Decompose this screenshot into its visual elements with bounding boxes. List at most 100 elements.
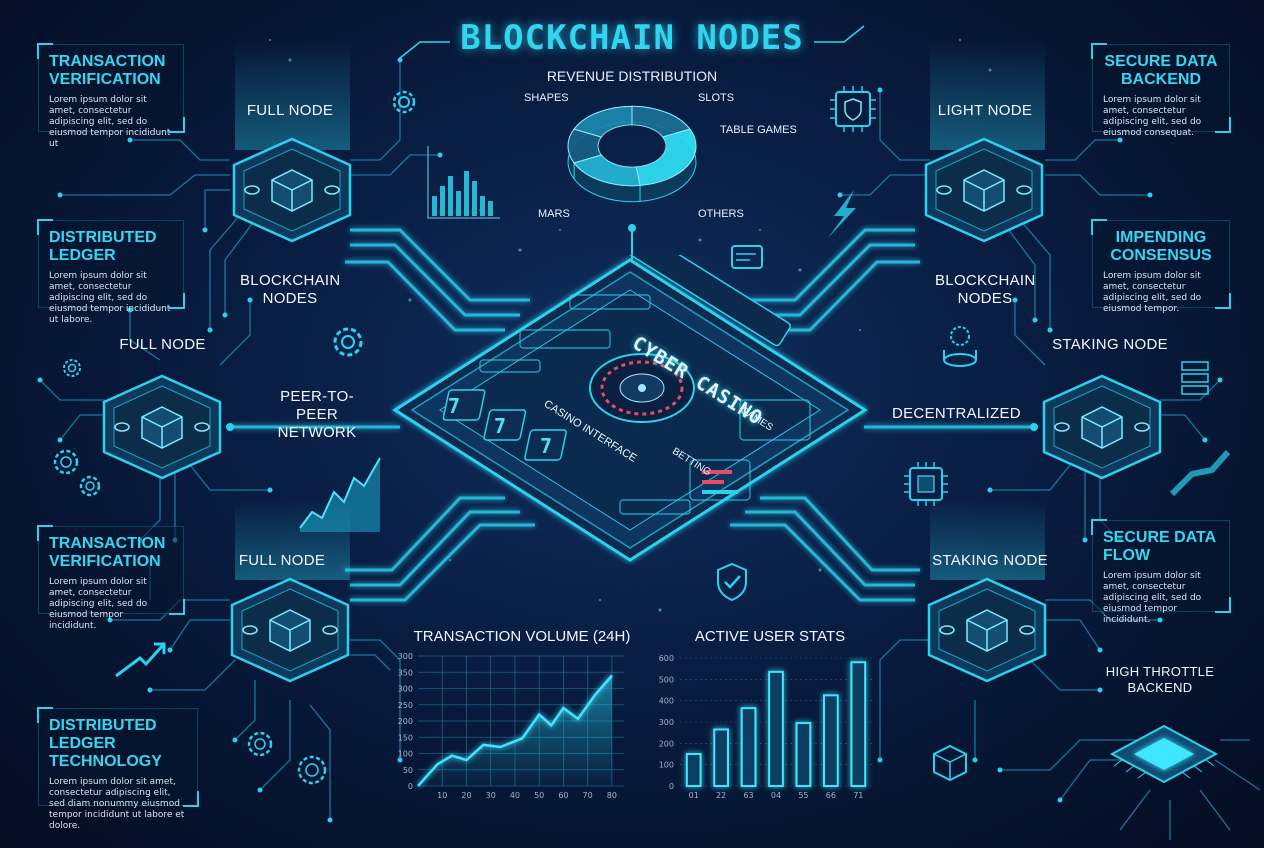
reel-symbol-1: 7 [448,394,461,418]
tx-xtick-label: 40 [510,791,520,800]
glowing-processor-icon [1109,724,1219,784]
tx-ytick-label: 200 [398,717,413,726]
panel-heading: SECURE DATA BACKEND [1104,53,1218,88]
panel-body: Lorem ipsum dolor sit amet, consectetur … [1103,271,1202,314]
decentralized-label: DECENTRALIZED [892,405,1021,422]
processor-chip-icon [904,462,948,506]
chip-shield-icon [830,86,876,132]
bar-ytick-label: 500 [659,675,674,684]
blockchain-nodes-left-label: BLOCKCHAIN NODES [240,272,341,307]
panel-heading: DISTRIBUTED LEDGER TECHNOLOGY [49,717,162,770]
trend-chart-icon [299,457,381,532]
bar-xtick-label: 01 [689,791,699,800]
gears-icon [53,449,101,497]
reel-symbol-2: 7 [494,414,507,438]
donut-slice-mars [573,105,633,138]
donut-label-table-games: TABLE GAMES [720,124,797,136]
tx-ytick-label: 300 [398,652,413,661]
bar-xtick-label: 55 [798,791,808,800]
bar-xtick-label: 66 [826,791,836,800]
wallet-icon [731,245,763,269]
tx-xtick-label: 50 [534,791,544,800]
panel-body: Lorem ipsum dolor sit amet, consectetur … [49,777,185,831]
full-node-bottom-label: FULL NODE [238,552,326,569]
tx-xtick-label: 70 [583,791,593,800]
info-panel-distributed-ledger: DISTRIBUTED LEDGER Lorem ipsum dolor sit… [37,219,185,325]
chain-link-icon [1054,422,1150,432]
info-panel-impending-consensus: IMPENDING CONSENSUS Lorem ipsum dolor si… [1091,219,1231,314]
panel-heading: IMPENDING CONSENSUS [1110,229,1212,264]
bar-chart-icon [427,146,500,219]
gear-icon [392,90,416,114]
bar-66 [823,694,839,787]
tx-ytick-label: 100 [398,750,413,759]
shield-check-icon [717,562,747,602]
tx-ytick-label: 150 [398,733,413,742]
data-cable-icon [1169,450,1231,497]
info-panel-secure-data-flow: SECURE DATA FLOW Lorem ipsum dolor sit a… [1091,519,1231,625]
tx-ytick-label: 300 [398,685,413,694]
bar-01 [685,753,702,787]
tx-ytick-label: 50 [403,766,413,775]
blockchain-nodes-right-label: BLOCKCHAIN NODES [935,272,1036,307]
full-node-top-label: FULL NODE [246,102,334,119]
light-node-label: LIGHT NODE [937,102,1033,119]
tx-xtick-label: 80 [607,791,617,800]
bar-55 [795,722,812,787]
bar-ytick-label: 200 [659,739,674,748]
chain-link-icon [939,625,1035,635]
tx-ytick-label: 0 [408,782,413,791]
title-ornaments [399,25,865,59]
panel-body: Lorem ipsum dolor sit amet, consectetur … [49,95,171,149]
panel-body: Lorem ipsum dolor sit amet, consectetur … [49,271,171,325]
server-stack-icon [1181,361,1209,395]
arrow-trend-icon [115,642,166,678]
full-node-bottom-hexagon [230,577,350,683]
cube-icon [933,744,967,782]
page-title: BLOCKCHAIN NODES [460,18,804,58]
tx-volume-area [418,675,612,786]
bar-xtick-label: 22 [716,791,726,800]
bar-xtick-label: 71 [853,791,863,800]
full-node-top-hexagon [232,137,352,243]
tx-ytick-label: 250 [398,701,413,710]
bar-04 [768,670,784,787]
p2p-network-label: PEER-TO-PEER NETWORK [277,388,357,441]
tx-xtick-label: 30 [486,791,496,800]
staking-node-bottom-label: STAKING NODE [932,552,1048,569]
active-user-bars [685,661,867,788]
chain-link-icon [242,625,338,635]
bar-63 [740,707,757,788]
staking-node-mid-label: STAKING NODE [1052,336,1168,353]
panel-heading: TRANSACTION VERIFICATION [49,535,166,570]
lightning-icon [828,190,856,238]
tx-xtick-label: 10 [437,791,447,800]
gear-icon [333,327,363,357]
bar-ytick-label: 100 [659,761,674,770]
bar-ytick-label: 300 [659,718,674,727]
revenue-donut-chart [567,105,697,203]
gears-icon [247,731,327,785]
donut-label-shapes: SHAPES [524,92,569,104]
full-node-mid-hexagon [102,374,222,480]
info-panel-distributed-ledger-technology: DISTRIBUTED LEDGER TECHNOLOGY Lorem ipsu… [37,707,199,831]
info-panel-transaction-verification-bottom: TRANSACTION VERIFICATION Lorem ipsum dol… [37,525,185,631]
panel-heading: DISTRIBUTED LEDGER [49,229,157,264]
tx-volume-line [417,674,613,787]
tx-volume-title: TRANSACTION VOLUME (24H) [413,628,631,645]
panel-heading: SECURE DATA FLOW [1103,529,1216,564]
bar-22 [713,728,729,787]
bar-xtick-label: 04 [771,791,781,800]
tx-ytick-label: 350 [398,668,413,677]
revenue-title: REVENUE DISTRIBUTION [546,68,718,84]
gear-icon [63,359,81,377]
info-panel-transaction-verification-top: TRANSACTION VERIFICATION Lorem ipsum dol… [37,43,185,149]
reel-symbol-3: 7 [540,434,553,458]
database-gear-icon [943,326,977,367]
